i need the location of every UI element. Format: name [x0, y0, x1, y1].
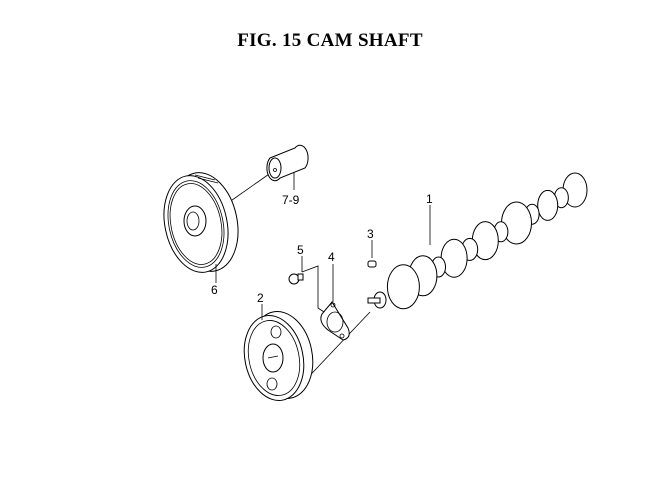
callout-leaders: [215, 172, 431, 320]
camshaft-tang: [367, 297, 381, 304]
callout-6: 6: [211, 283, 218, 297]
figure-title: FIG. 15 CAM SHAFT: [237, 30, 423, 51]
callout-5: 5: [297, 243, 304, 257]
bolt-part: [288, 273, 304, 285]
pin-part: [266, 144, 309, 182]
callout-3: 3: [367, 227, 374, 241]
callout-4: 4: [328, 250, 335, 264]
gear-2-part: [243, 311, 314, 401]
camshaft-part: [367, 172, 588, 310]
callout-7-9: 7-9: [282, 193, 300, 207]
key-part: [367, 260, 377, 268]
camshaft-lobe: [386, 264, 420, 310]
camshaft-lobe: [537, 189, 559, 221]
callout-1: 1: [426, 192, 433, 206]
callout-2: 2: [257, 291, 264, 305]
gear-6-part: [163, 172, 239, 273]
plate-part: [320, 301, 350, 341]
